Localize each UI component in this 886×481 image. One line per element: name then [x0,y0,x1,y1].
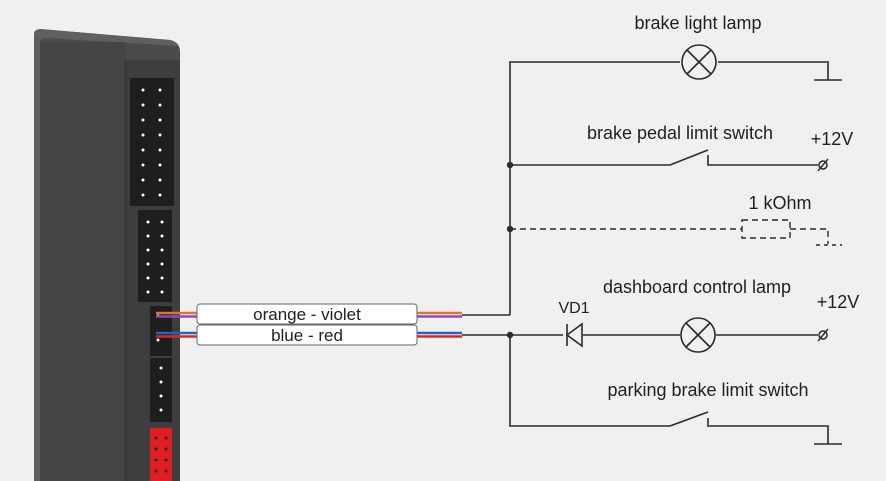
connector-pin [158,148,162,152]
connector-pin [141,163,145,167]
connector-pin [141,193,145,197]
brake-pedal-switch-icon [510,149,829,172]
connector-pin [158,163,162,167]
connector-pin [158,193,162,197]
connector-pin [156,338,160,342]
wire-label-blue-red: blue - red [196,324,418,346]
connector-pin [141,148,145,152]
connector-pin [158,118,162,122]
connector-upper [130,78,174,206]
resistor-1kohm-icon [510,219,842,246]
connector-pin [146,234,150,238]
connector-middle [138,210,172,302]
diode-vd1-label: VD1 [558,300,589,317]
connector-pin [160,248,164,252]
parking-brake-switch-label: parking brake limit switch [607,380,808,400]
connector-pin [146,276,150,280]
connector-pin [159,366,163,370]
connector-pin [164,469,168,473]
connector-pin [164,436,168,440]
connector-pin [146,248,150,252]
connector-red [150,428,172,481]
wire-label-orange-violet: orange - violet [196,303,418,325]
connector-pin [154,436,158,440]
connector-wire-port [150,306,172,356]
connector-pin [141,133,145,137]
connector-pin [158,103,162,107]
resistor-label: 1 kOhm [748,193,811,213]
connector-pin [158,88,162,92]
connector-pin [146,220,150,224]
connector-pin [159,408,163,412]
upper-bus [506,61,842,315]
lower-bus [506,328,829,427]
connector-pin [160,276,164,280]
connector-pin [160,262,164,266]
diode-vd1-icon [565,322,583,348]
connector-pin [158,178,162,182]
connector-pin [159,394,163,398]
connector-pin [146,290,150,294]
brake-pedal-switch-label: brake pedal limit switch [587,123,773,143]
connector-pin [141,103,145,107]
connector-pin [141,118,145,122]
connector-pin [154,447,158,451]
plus-12v-mid-label: +12V [817,292,860,312]
svg-text:blue - red: blue - red [271,326,343,345]
parking-brake-switch-icon [669,411,842,445]
connector-pin [141,88,145,92]
plus-12v-top-label: +12V [811,129,854,149]
connector-pin [164,458,168,462]
dashboard-lamp-icon [680,317,716,353]
brake-light-lamp-label: brake light lamp [634,13,761,33]
dashboard-lamp-label: dashboard control lamp [603,277,791,297]
connector-pin [160,234,164,238]
brake-light-lamp-icon [681,44,717,80]
connector-lower [150,358,172,422]
connector-pin [154,458,158,462]
connector-pin [159,380,163,384]
svg-text:orange - violet: orange - violet [253,305,361,324]
connector-pin [160,290,164,294]
connector-pin [164,447,168,451]
connector-pin [158,133,162,137]
connector-pin [146,262,150,266]
connector-pin [141,178,145,182]
connector-pin [160,220,164,224]
connector-pin [154,469,158,473]
